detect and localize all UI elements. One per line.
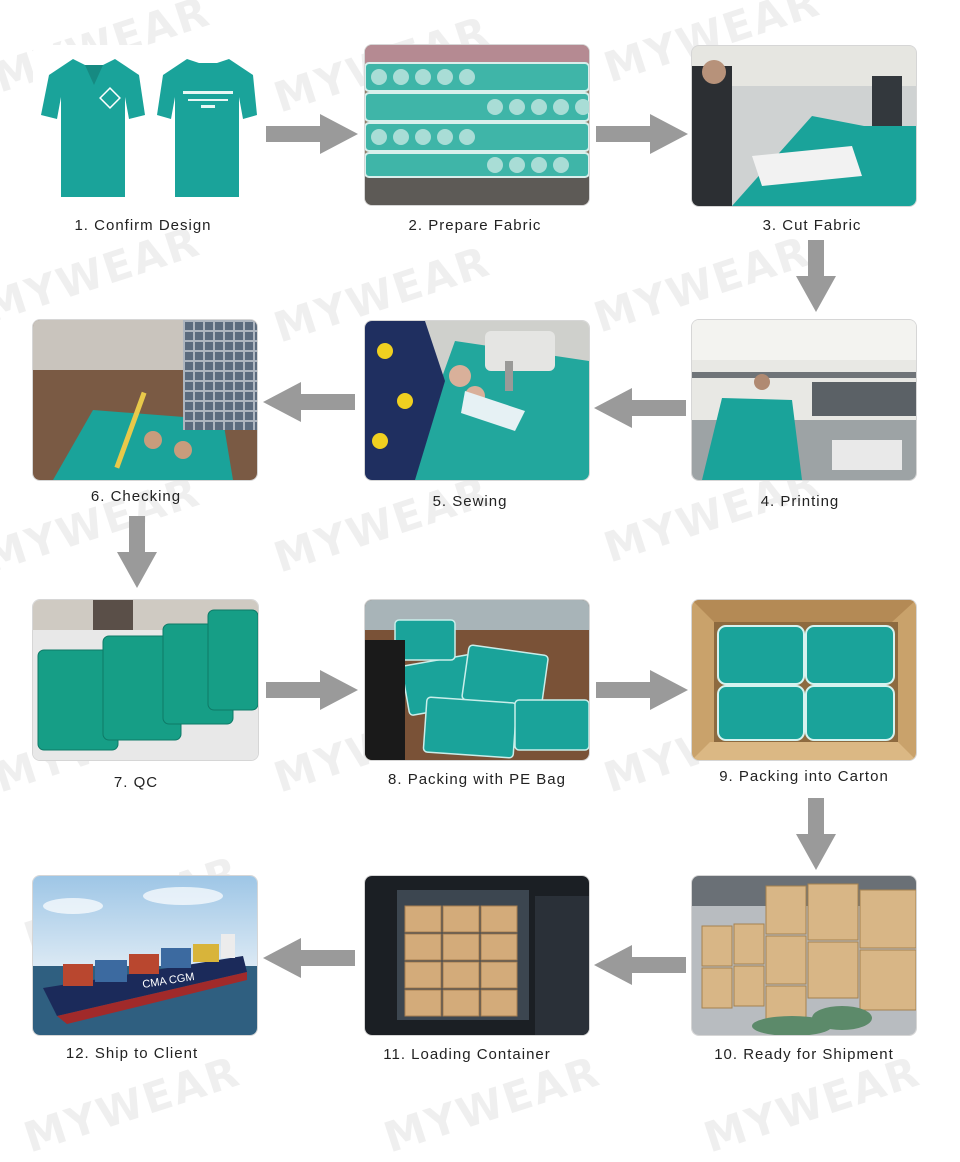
step-label: 5. Sewing <box>350 493 590 510</box>
arrow-left-icon <box>263 938 355 978</box>
arrow-down-icon <box>796 798 836 870</box>
step-label: 2. Prepare Fabric <box>355 217 595 234</box>
pe-bag-packing-photo <box>365 600 589 760</box>
arrow-left-icon <box>594 388 686 428</box>
step-label: 10. Ready for Shipment <box>684 1046 924 1063</box>
watermark: MYWEAR <box>378 1047 606 1162</box>
arrow-right-icon <box>266 114 358 154</box>
arrow-down-icon <box>117 516 157 588</box>
step-label: 9. Packing into Carton <box>684 768 924 785</box>
watermark: MYWEAR <box>18 1047 246 1162</box>
step-label: 4. Printing <box>680 493 920 510</box>
step-label: 3. Cut Fabric <box>692 217 932 234</box>
arrow-right-icon <box>596 670 688 710</box>
step-label: 7. QC <box>16 774 256 791</box>
arrow-right-icon <box>596 114 688 154</box>
arrow-left-icon <box>263 382 355 422</box>
watermark: MYWEAR <box>268 467 496 583</box>
arrow-right-icon <box>266 670 358 710</box>
step-label: 6. Checking <box>16 488 256 505</box>
cutting-table-photo <box>692 46 916 206</box>
folded-shirts-photo <box>33 600 258 760</box>
sewing-machine-photo <box>365 321 589 480</box>
container-loading-photo <box>365 876 589 1035</box>
step-label: 1. Confirm Design <box>23 217 263 234</box>
carton-box-photo <box>692 600 916 760</box>
measuring-shirt-photo <box>33 320 257 480</box>
arrow-left-icon <box>594 945 686 985</box>
watermark: MYWEAR <box>0 467 206 583</box>
step-label: 11. Loading Container <box>347 1046 587 1063</box>
fabric-rolls-photo <box>365 45 589 205</box>
cargo-ship-photo: CMA CGM <box>33 876 257 1035</box>
printing-machine-photo <box>692 320 916 480</box>
step-label: 12. Ship to Client <box>12 1045 252 1062</box>
stacked-cartons-photo <box>692 876 916 1035</box>
watermark: MYWEAR <box>698 1047 926 1162</box>
step-label: 8. Packing with PE Bag <box>357 771 597 788</box>
polo-shirt-design-photo <box>33 45 258 205</box>
arrow-down-icon <box>796 240 836 312</box>
